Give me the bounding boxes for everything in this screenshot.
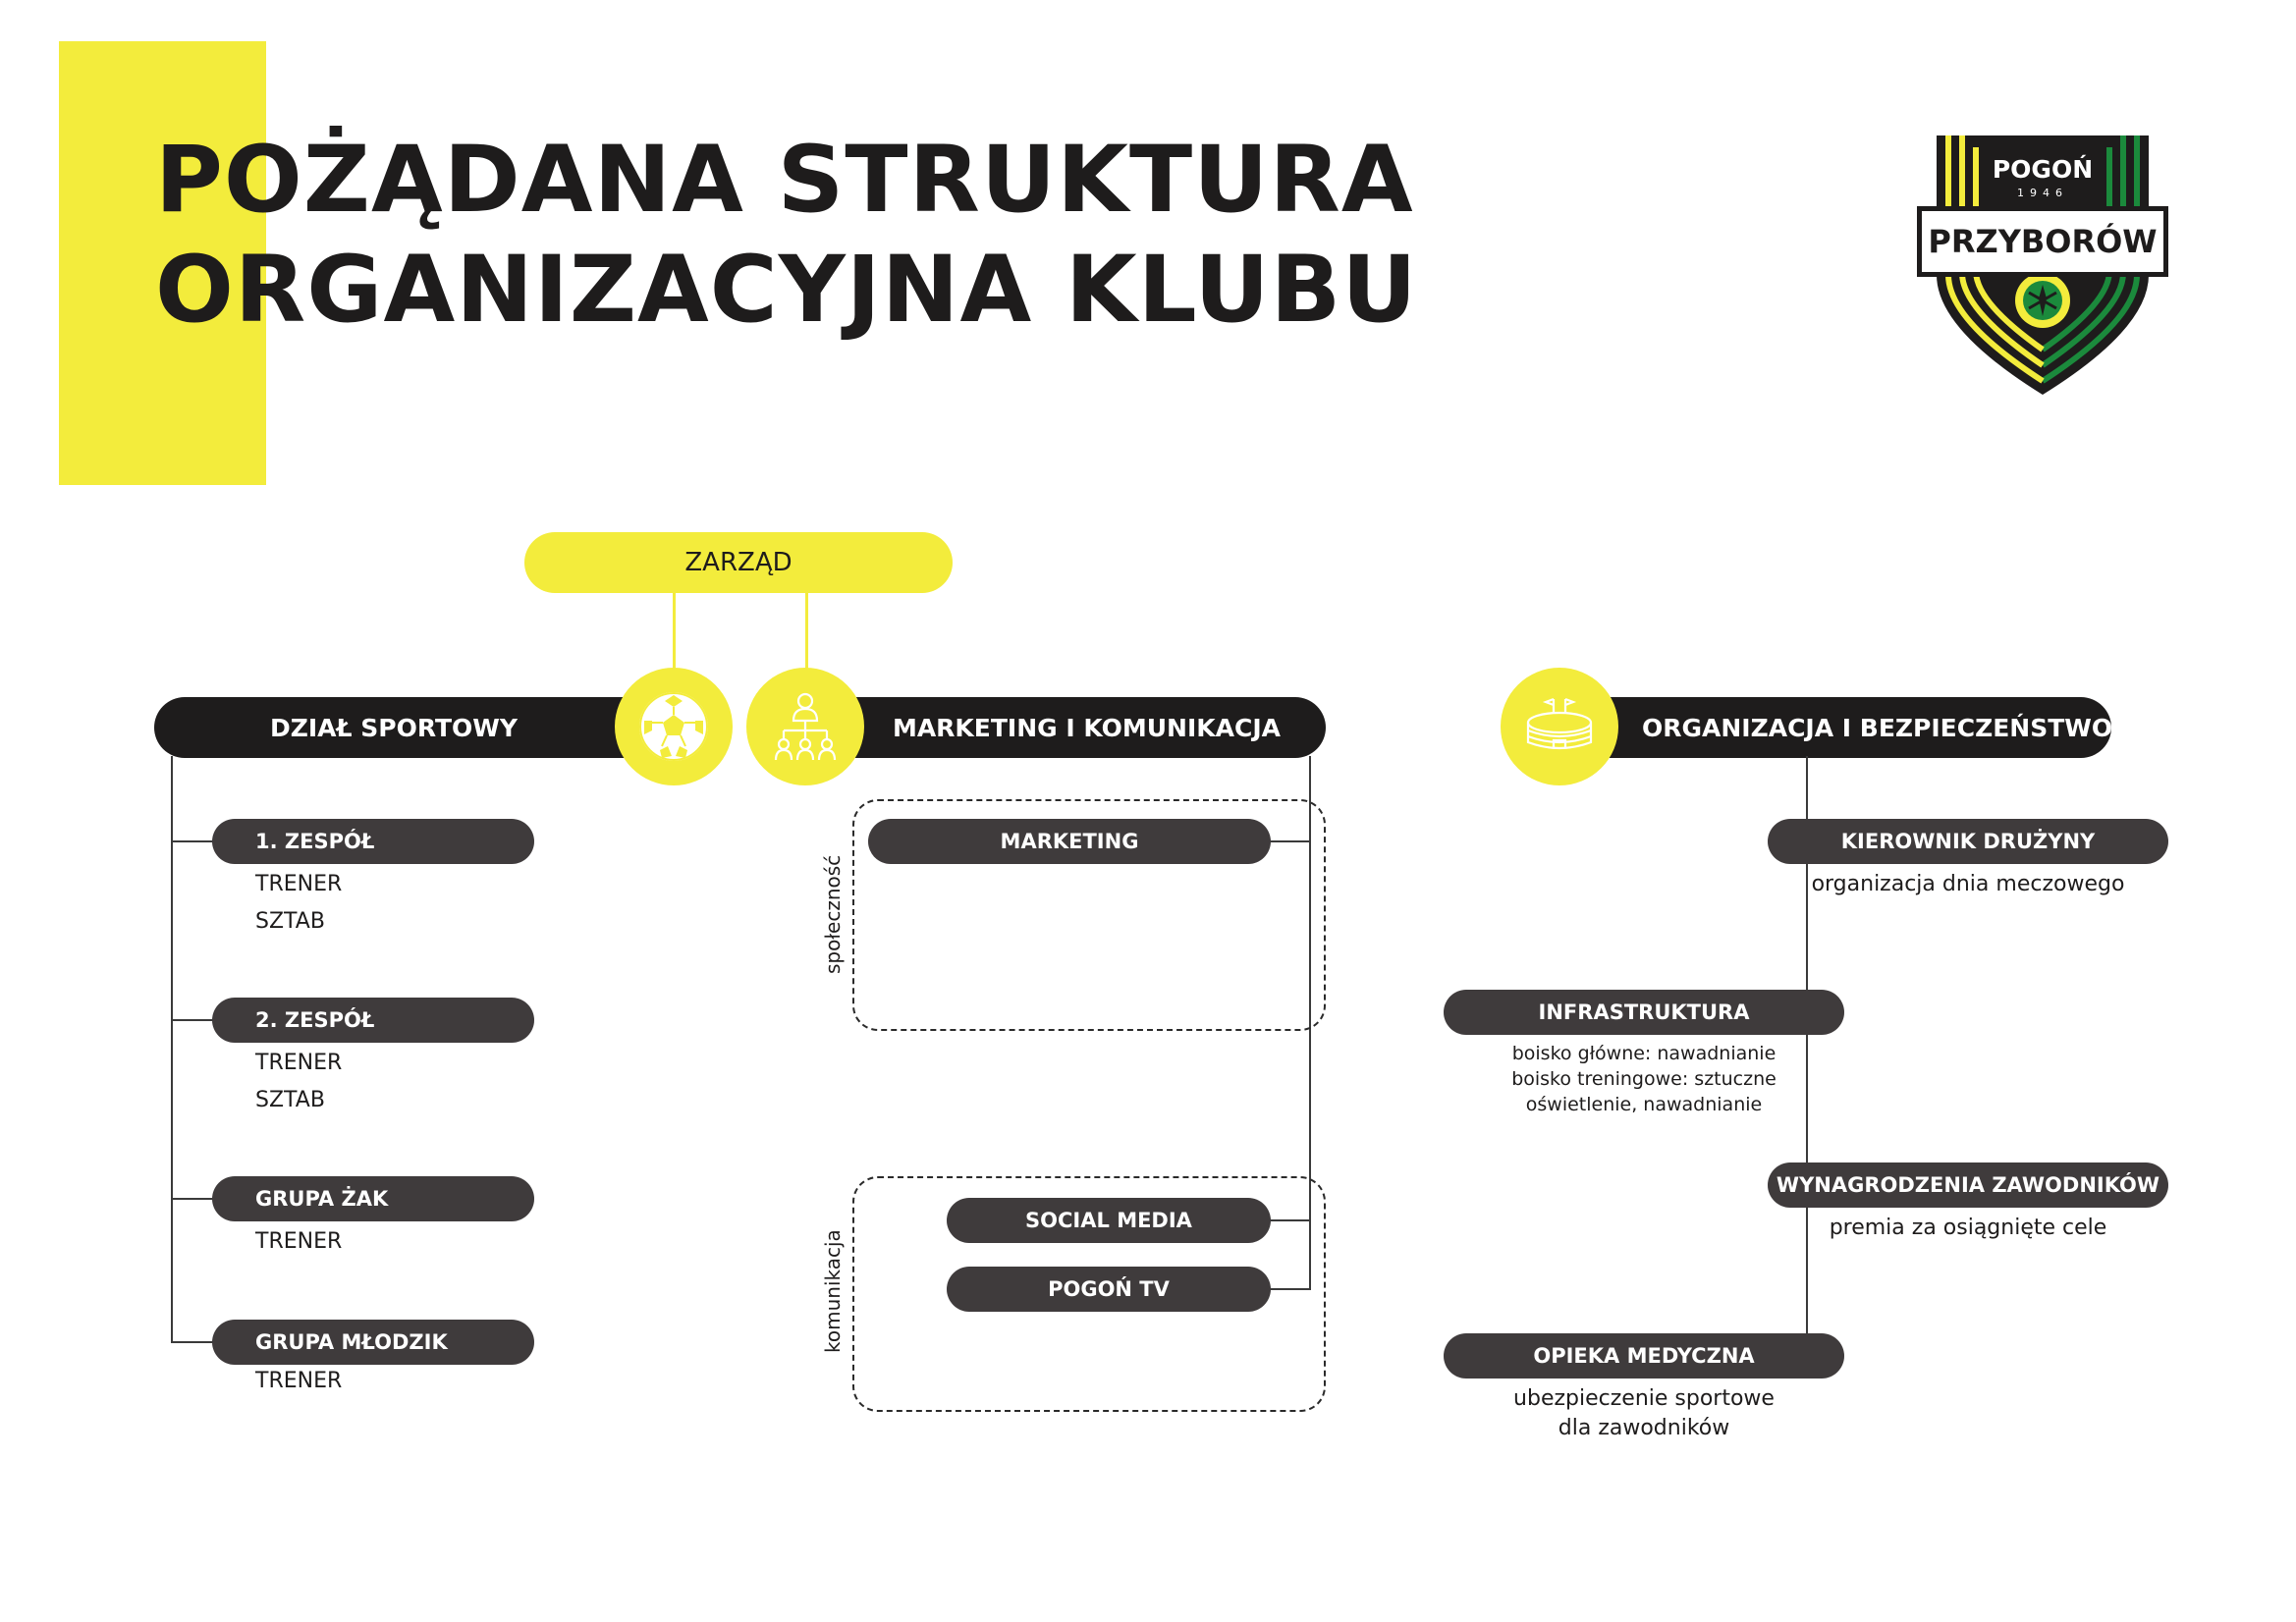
team-label: GRUPA ŻAK [255,1187,389,1211]
social-media-label: SOCIAL MEDIA [1025,1209,1192,1232]
marketing-branch-tv [1267,1288,1311,1290]
sport-branch-1 [171,840,215,842]
sport-branch-2 [171,1019,215,1021]
team-item: TRENER [255,1369,343,1393]
team-item: TRENER [255,872,343,896]
community-group-label: społeczność [821,854,845,974]
sport-branch-3 [171,1198,215,1200]
marketing-dept-label: MARKETING I KOMUNIKACJA [892,713,1281,742]
team-item: SZTAB [255,1088,325,1112]
infrastructure-desc: boisko treningowe: sztuczne [1511,1068,1777,1090]
marketing-pill: MARKETING [868,819,1271,864]
board-label: ZARZĄD [684,548,793,577]
community-group-box [852,799,1326,1031]
club-logo: POGOŃ 1946 PRZYBORÓW [1915,128,2170,403]
player-salaries-pill: WYNAGRODZENIA ZAWODNIKÓW [1768,1162,2168,1208]
infrastructure-label: INFRASTRUKTURA [1538,1000,1750,1024]
board-connector-left [673,593,676,672]
logo-name-text: PRZYBORÓW [1928,223,2158,260]
sport-dept-header: DZIAŁ SPORTOWY [154,697,665,758]
logo-year-text: 1946 [2017,187,2068,199]
infrastructure-pill: INFRASTRUKTURA [1444,990,1844,1035]
team-label: GRUPA MŁODZIK [255,1330,448,1354]
marketing-branch-marketing [1267,840,1311,842]
medical-care-label: OPIEKA MEDYCZNA [1533,1344,1755,1368]
social-media-pill: SOCIAL MEDIA [947,1198,1271,1243]
team-item: TRENER [255,1051,343,1075]
page-title: POŻĄDANA STRUKTURA ORGANIZACYJNA KLUBU [155,126,1418,346]
team-manager-desc: organizacja dnia meczowego [1811,872,2125,896]
team-pill: 1. ZESPÓŁ [212,819,534,864]
pogon-tv-label: POGOŃ TV [1048,1277,1170,1301]
team-pill: GRUPA ŻAK [212,1176,534,1221]
team-label: 2. ZESPÓŁ [255,1008,375,1032]
soccer-ball-icon [639,692,708,761]
team-item: SZTAB [255,909,325,934]
page-title-line-1: POŻĄDANA STRUKTURA [155,127,1414,234]
title-accent-block [59,41,266,485]
board-pill: ZARZĄD [524,532,953,593]
team-pill: GRUPA MŁODZIK [212,1320,534,1365]
marketing-label: MARKETING [1000,830,1139,853]
org-chart-people-icon [774,692,837,761]
team-manager-pill: KIEROWNIK DRUŻYNY [1768,819,2168,864]
player-salaries-desc: premia za osiągnięte cele [1829,1216,2107,1240]
marketing-dept-header: MARKETING I KOMUNIKACJA [776,697,1326,758]
team-pill: 2. ZESPÓŁ [212,998,534,1043]
logo-top-text: POGOŃ [1992,155,2094,184]
stadium-icon [1526,697,1593,750]
sport-tree-trunk [171,756,173,1343]
team-item: TRENER [255,1229,343,1254]
board-connector-right [805,593,808,672]
team-label: 1. ZESPÓŁ [255,830,375,853]
marketing-branch-social [1267,1219,1311,1221]
medical-care-desc: ubezpieczenie sportowe [1513,1386,1775,1411]
org-icon-circle [1501,668,1618,785]
medical-care-pill: OPIEKA MEDYCZNA [1444,1333,1844,1379]
communication-group-box [852,1176,1326,1412]
marketing-icon-circle [746,668,864,785]
player-salaries-label: WYNAGRODZENIA ZAWODNIKÓW [1776,1173,2160,1197]
infrastructure-desc: boisko główne: nawadnianie [1511,1043,1777,1064]
infrastructure-desc: oświetlenie, nawadnianie [1525,1094,1763,1115]
logo-name-plate: PRZYBORÓW [1917,206,2168,277]
page-title-line-2: ORGANIZACYJNA KLUBU [155,237,1418,344]
communication-group-label: komunikacja [821,1229,845,1353]
medical-care-desc: dla zawodników [1558,1416,1730,1440]
pogon-tv-pill: POGOŃ TV [947,1267,1271,1312]
sport-branch-4 [171,1341,215,1343]
sport-icon-circle [615,668,733,785]
org-tree-trunk [1806,756,1808,1335]
org-dept-label: ORGANIZACJA I BEZPIECZEŃSTWO [1642,713,2113,742]
team-manager-label: KIEROWNIK DRUŻYNY [1840,830,2096,853]
sport-dept-label: DZIAŁ SPORTOWY [270,713,518,742]
org-dept-header: ORGANIZACJA I BEZPIECZEŃSTWO [1552,697,2113,758]
